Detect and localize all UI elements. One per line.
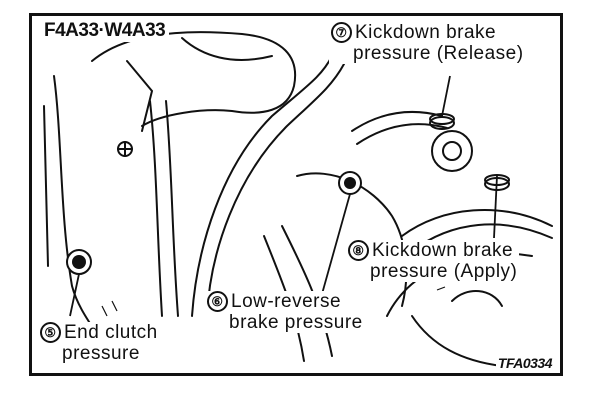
port-low-reverse (338, 171, 362, 195)
leader-5 (69, 273, 80, 317)
leader-7 (441, 75, 451, 117)
port-end-clutch (66, 249, 92, 275)
callout-line1: Low-reverse (231, 291, 342, 312)
callout-number: ⑥ (207, 291, 228, 312)
callout-line2: pressure (62, 343, 140, 364)
callout-line1: Kickdown brake (355, 22, 497, 43)
callout-number: ⑦ (331, 22, 352, 43)
left-rod (149, 100, 163, 317)
pipe-long (191, 55, 333, 317)
model-title: F4A33·W4A33 (40, 20, 170, 42)
callout-line1: End clutch (64, 322, 158, 343)
callout-number: ⑧ (348, 240, 369, 261)
leader-8 (493, 175, 498, 239)
figure-code: TFA0334 (495, 355, 554, 371)
callout-line1: Kickdown brake (372, 240, 514, 261)
callout-number: ⑤ (40, 322, 61, 343)
callout-line2: pressure (Apply) (370, 261, 518, 282)
port-release (429, 116, 455, 130)
callout-line2: brake pressure (229, 312, 363, 333)
callout-line2: pressure (Release) (353, 43, 524, 64)
leader-6 (321, 193, 351, 295)
